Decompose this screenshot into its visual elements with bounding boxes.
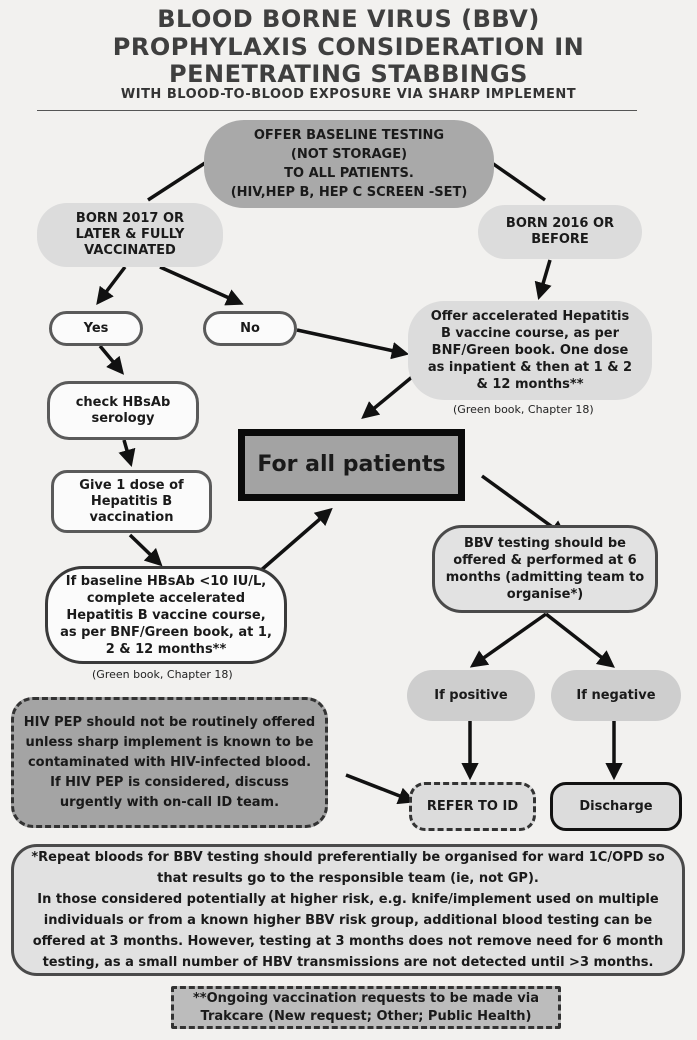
- arrow-yes-to-check: [98, 344, 125, 375]
- arrow-hivpep-to-refer: [345, 773, 416, 805]
- if-positive-node: If positive: [407, 670, 535, 721]
- yes-node: Yes: [49, 311, 143, 346]
- hiv-pep-node: HIV PEP should not be routinely offered …: [11, 697, 328, 828]
- arrow-no-to-accelerated: [296, 328, 410, 360]
- accelerated-course-node: Offer accelerated Hepatitis B vaccine co…: [408, 301, 652, 400]
- bbv-testing-node: BBV testing should be offered & performe…: [432, 525, 658, 613]
- arrow-born2016-to-accelerated: [534, 259, 552, 301]
- refer-to-id-node: REFER TO ID: [409, 782, 536, 831]
- accelerated-reference: (Green book, Chapter 18): [453, 403, 594, 416]
- title-divider: [37, 110, 637, 111]
- arrow-all-to-bbv: [480, 474, 568, 538]
- give-dose-node: Give 1 dose of Hepatitis B vaccination: [51, 470, 212, 533]
- arrow-bbv-to-positive: [469, 612, 548, 668]
- title-line-3: PENETRATING STABBINGS: [169, 60, 528, 88]
- check-hbsab-node: check HBsAb serology: [47, 381, 199, 440]
- arrow-bbv-to-negative: [544, 612, 615, 668]
- ongoing-vaccination-note: **Ongoing vaccination requests to be mad…: [171, 986, 561, 1029]
- no-node: No: [203, 311, 297, 346]
- edge-baseline-to-born2016: [490, 161, 547, 202]
- arrow-give-to-ifbaseline: [128, 533, 163, 567]
- born-2017-node: BORN 2017 OR LATER & FULLY VACCINATED: [37, 203, 223, 267]
- arrow-check-to-give: [118, 439, 136, 468]
- arrow-born2017-to-no: [159, 265, 244, 306]
- arrow-ifbaseline-to-all: [257, 507, 333, 574]
- arrow-born2017-to-yes: [96, 265, 127, 306]
- baseline-testing-node: OFFER BASELINE TESTING (NOT STORAGE) TO …: [204, 120, 494, 208]
- title-line-1: BLOOD BORNE VIRUS (BBV): [157, 5, 540, 33]
- subtitle: WITH BLOOD-TO-BLOOD EXPOSURE VIA SHARP I…: [120, 87, 577, 102]
- repeat-bloods-note: *Repeat bloods for BBV testing should pr…: [11, 844, 685, 976]
- title-line-2: PROPHYLAXIS CONSIDERATION IN: [112, 33, 585, 61]
- born-2016-node: BORN 2016 OR BEFORE: [478, 205, 642, 259]
- arrow-accelerated-to-all: [361, 375, 414, 420]
- if-negative-node: If negative: [551, 670, 681, 721]
- discharge-node: Discharge: [550, 782, 682, 831]
- if-baseline-reference: (Green book, Chapter 18): [92, 668, 233, 681]
- for-all-patients-node: For all patients: [238, 429, 465, 501]
- if-baseline-node: If baseline HBsAb <10 IU/L, complete acc…: [45, 566, 287, 664]
- edge-baseline-to-born2017: [147, 161, 206, 202]
